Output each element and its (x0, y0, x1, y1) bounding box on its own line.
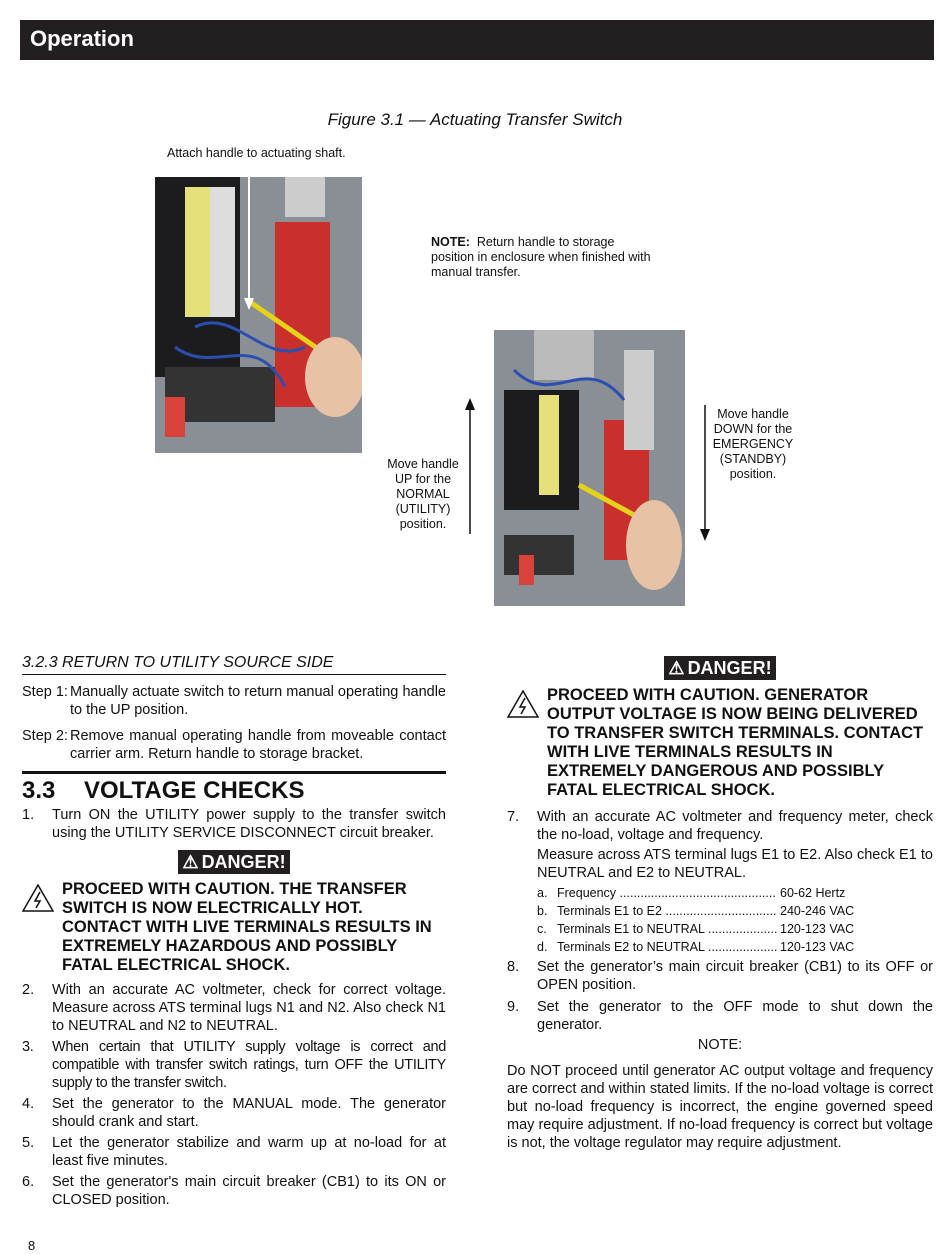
list-item: 3.When certain that UTILITY supply volta… (22, 1039, 446, 1091)
move-down-label: Move handle DOWN for the EMERGENCY (STAN… (712, 407, 794, 481)
step-1: Step 1:Manually actuate switch to return… (22, 684, 446, 718)
step-2: Step 2:Remove manual operating handle fr… (22, 728, 446, 762)
section-3-2-3-heading: 3.2.3 RETURN TO UTILITY SOURCE SIDE (22, 654, 446, 675)
page-number: 8 (28, 1238, 36, 1253)
note-title: NOTE: (697, 1037, 743, 1053)
list-item: 6.Set the generator's main circuit break… (22, 1174, 446, 1208)
note-text: Do NOT proceed until generator AC output… (507, 1063, 933, 1151)
electric-hazard-icon (21, 880, 62, 917)
list-item: 1.Turn ON the UTILITY power supply to th… (22, 807, 446, 841)
spec-list: a.Frequency60-62 Hertz b.Terminals E1 to… (507, 884, 933, 956)
attach-handle-label: Attach handle to actuating shaft. (167, 146, 346, 160)
down-arrow-icon (700, 405, 710, 541)
spec-item: a.Frequency60-62 Hertz (537, 884, 933, 902)
warning-triangle-icon: ⚠ (668, 658, 685, 678)
section-header: Operation (20, 20, 934, 60)
section-title: Operation (30, 26, 134, 51)
spec-item: b.Terminals E1 to E2240-246 VAC (537, 902, 933, 920)
list-item: 8.Set the generator’s main circuit break… (507, 959, 933, 993)
list-item: 2.With an accurate AC voltmeter, check f… (22, 982, 446, 1034)
figure-caption: Figure 3.1 — Actuating Transfer Switch (327, 110, 623, 129)
spec-item: d.Terminals E2 to NEUTRAL120-123 VAC (537, 938, 933, 956)
figure-note: NOTE: Return handle to storage position … (431, 235, 651, 280)
danger-warning: PROCEED WITH CAUTION. GENERATOR OUTPUT V… (506, 686, 933, 800)
list-item: 5.Let the generator stabilize and warm u… (22, 1135, 446, 1169)
warning-triangle-icon: ⚠ (182, 852, 199, 872)
spec-item: c.Terminals E1 to NEUTRAL120-123 VAC (537, 920, 933, 938)
list-item: 9.Set the generator to the OFF mode to s… (507, 999, 933, 1033)
figure-note-text: Return handle to storage position in enc… (431, 235, 651, 279)
attach-arrow-icon (244, 160, 254, 310)
up-arrow-icon (465, 398, 475, 534)
list-item: 7.With an accurate AC voltmeter and freq… (507, 809, 933, 843)
list-item: 4.Set the generator to the MANUAL mode. … (22, 1096, 446, 1130)
danger-warning: PROCEED WITH CAUTION. THE TRANSFER SWITC… (21, 880, 446, 975)
right-column: ⚠DANGER! PROCEED WITH CAUTION. GENERATOR… (506, 656, 933, 1152)
danger-badge: ⚠DANGER! (664, 656, 776, 680)
move-up-label: Move handle UP for the NORMAL (UTILITY) … (387, 457, 459, 531)
transfer-switch-photo-up (155, 177, 362, 453)
measure-instruction: Measure across ATS terminal lugs E1 to E… (537, 847, 933, 881)
electric-hazard-icon (506, 686, 547, 723)
figure-note-label: NOTE: (431, 235, 470, 249)
transfer-switch-photo-down (494, 330, 685, 606)
danger-badge: ⚠DANGER! (178, 850, 290, 874)
left-column: 3.2.3 RETURN TO UTILITY SOURCE SIDE Step… (21, 654, 446, 1209)
